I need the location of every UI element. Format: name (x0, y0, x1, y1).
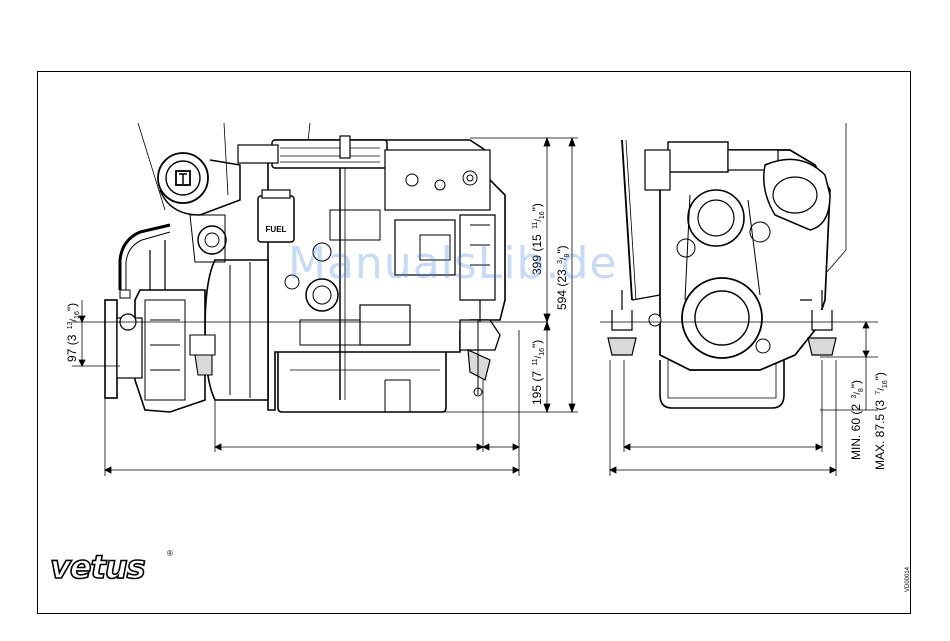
front-dim-text-min: MIN. 60 (2 3/8") (849, 380, 865, 460)
dim-195-inch-whole: 7 (530, 371, 544, 378)
dim-399-inch-num: 11 (532, 222, 539, 229)
dim-399-inch-den: 16 (539, 211, 546, 219)
dim-97-inch-num: 13 (67, 321, 74, 329)
brand-name: vetus (50, 548, 145, 586)
document-code: VD00014 (905, 567, 911, 592)
front-view-engine (608, 123, 846, 408)
fuel-filter-label: FUEL (266, 225, 287, 234)
svg-text:97 (3 13/16"): 97 (3 13/16") (65, 303, 81, 362)
side-dim-text-195: 195 (7 11/16") (530, 340, 546, 405)
front-dim-text-max: MAX. 87.5 (3 7/16") (873, 372, 889, 470)
dim-97-inch-den: 16 (74, 311, 81, 319)
svg-text:MIN. 60 (2: MIN. 60 (2 3/8") (849, 380, 865, 460)
side-dim-text-97: 97 (3 13/16") (65, 303, 81, 362)
svg-text:195 (7 11/16"): 195 (7 11/16") (530, 340, 546, 405)
registered-mark: ® (167, 549, 173, 558)
dim-min-prefix: MIN. (849, 435, 863, 460)
dim-max-inch-whole: 3 (873, 400, 887, 407)
dim-594-value: 594 (555, 290, 569, 310)
watermark: ManualsLib.de (288, 238, 617, 289)
dim-195-inch-den: 16 (539, 348, 546, 356)
dim-max-value: 87.5 (873, 414, 887, 438)
dim-195-value: 195 (530, 385, 544, 405)
vetus-logo: vetus ® (50, 548, 173, 586)
dim-97-value: 97 (65, 348, 79, 362)
svg-text:MAX. 87.5 (3: MAX. 87.5 (3 7/16") (873, 372, 889, 470)
dim-195-inch-num: 11 (532, 358, 539, 365)
dim-max-prefix: MAX. (873, 441, 887, 470)
dim-min-inch-whole: 2 (849, 404, 863, 411)
dim-97-inch-whole: 3 (65, 334, 79, 341)
dim-min-value: 60 (849, 418, 863, 432)
dim-max-inch-den: 16 (882, 380, 889, 388)
